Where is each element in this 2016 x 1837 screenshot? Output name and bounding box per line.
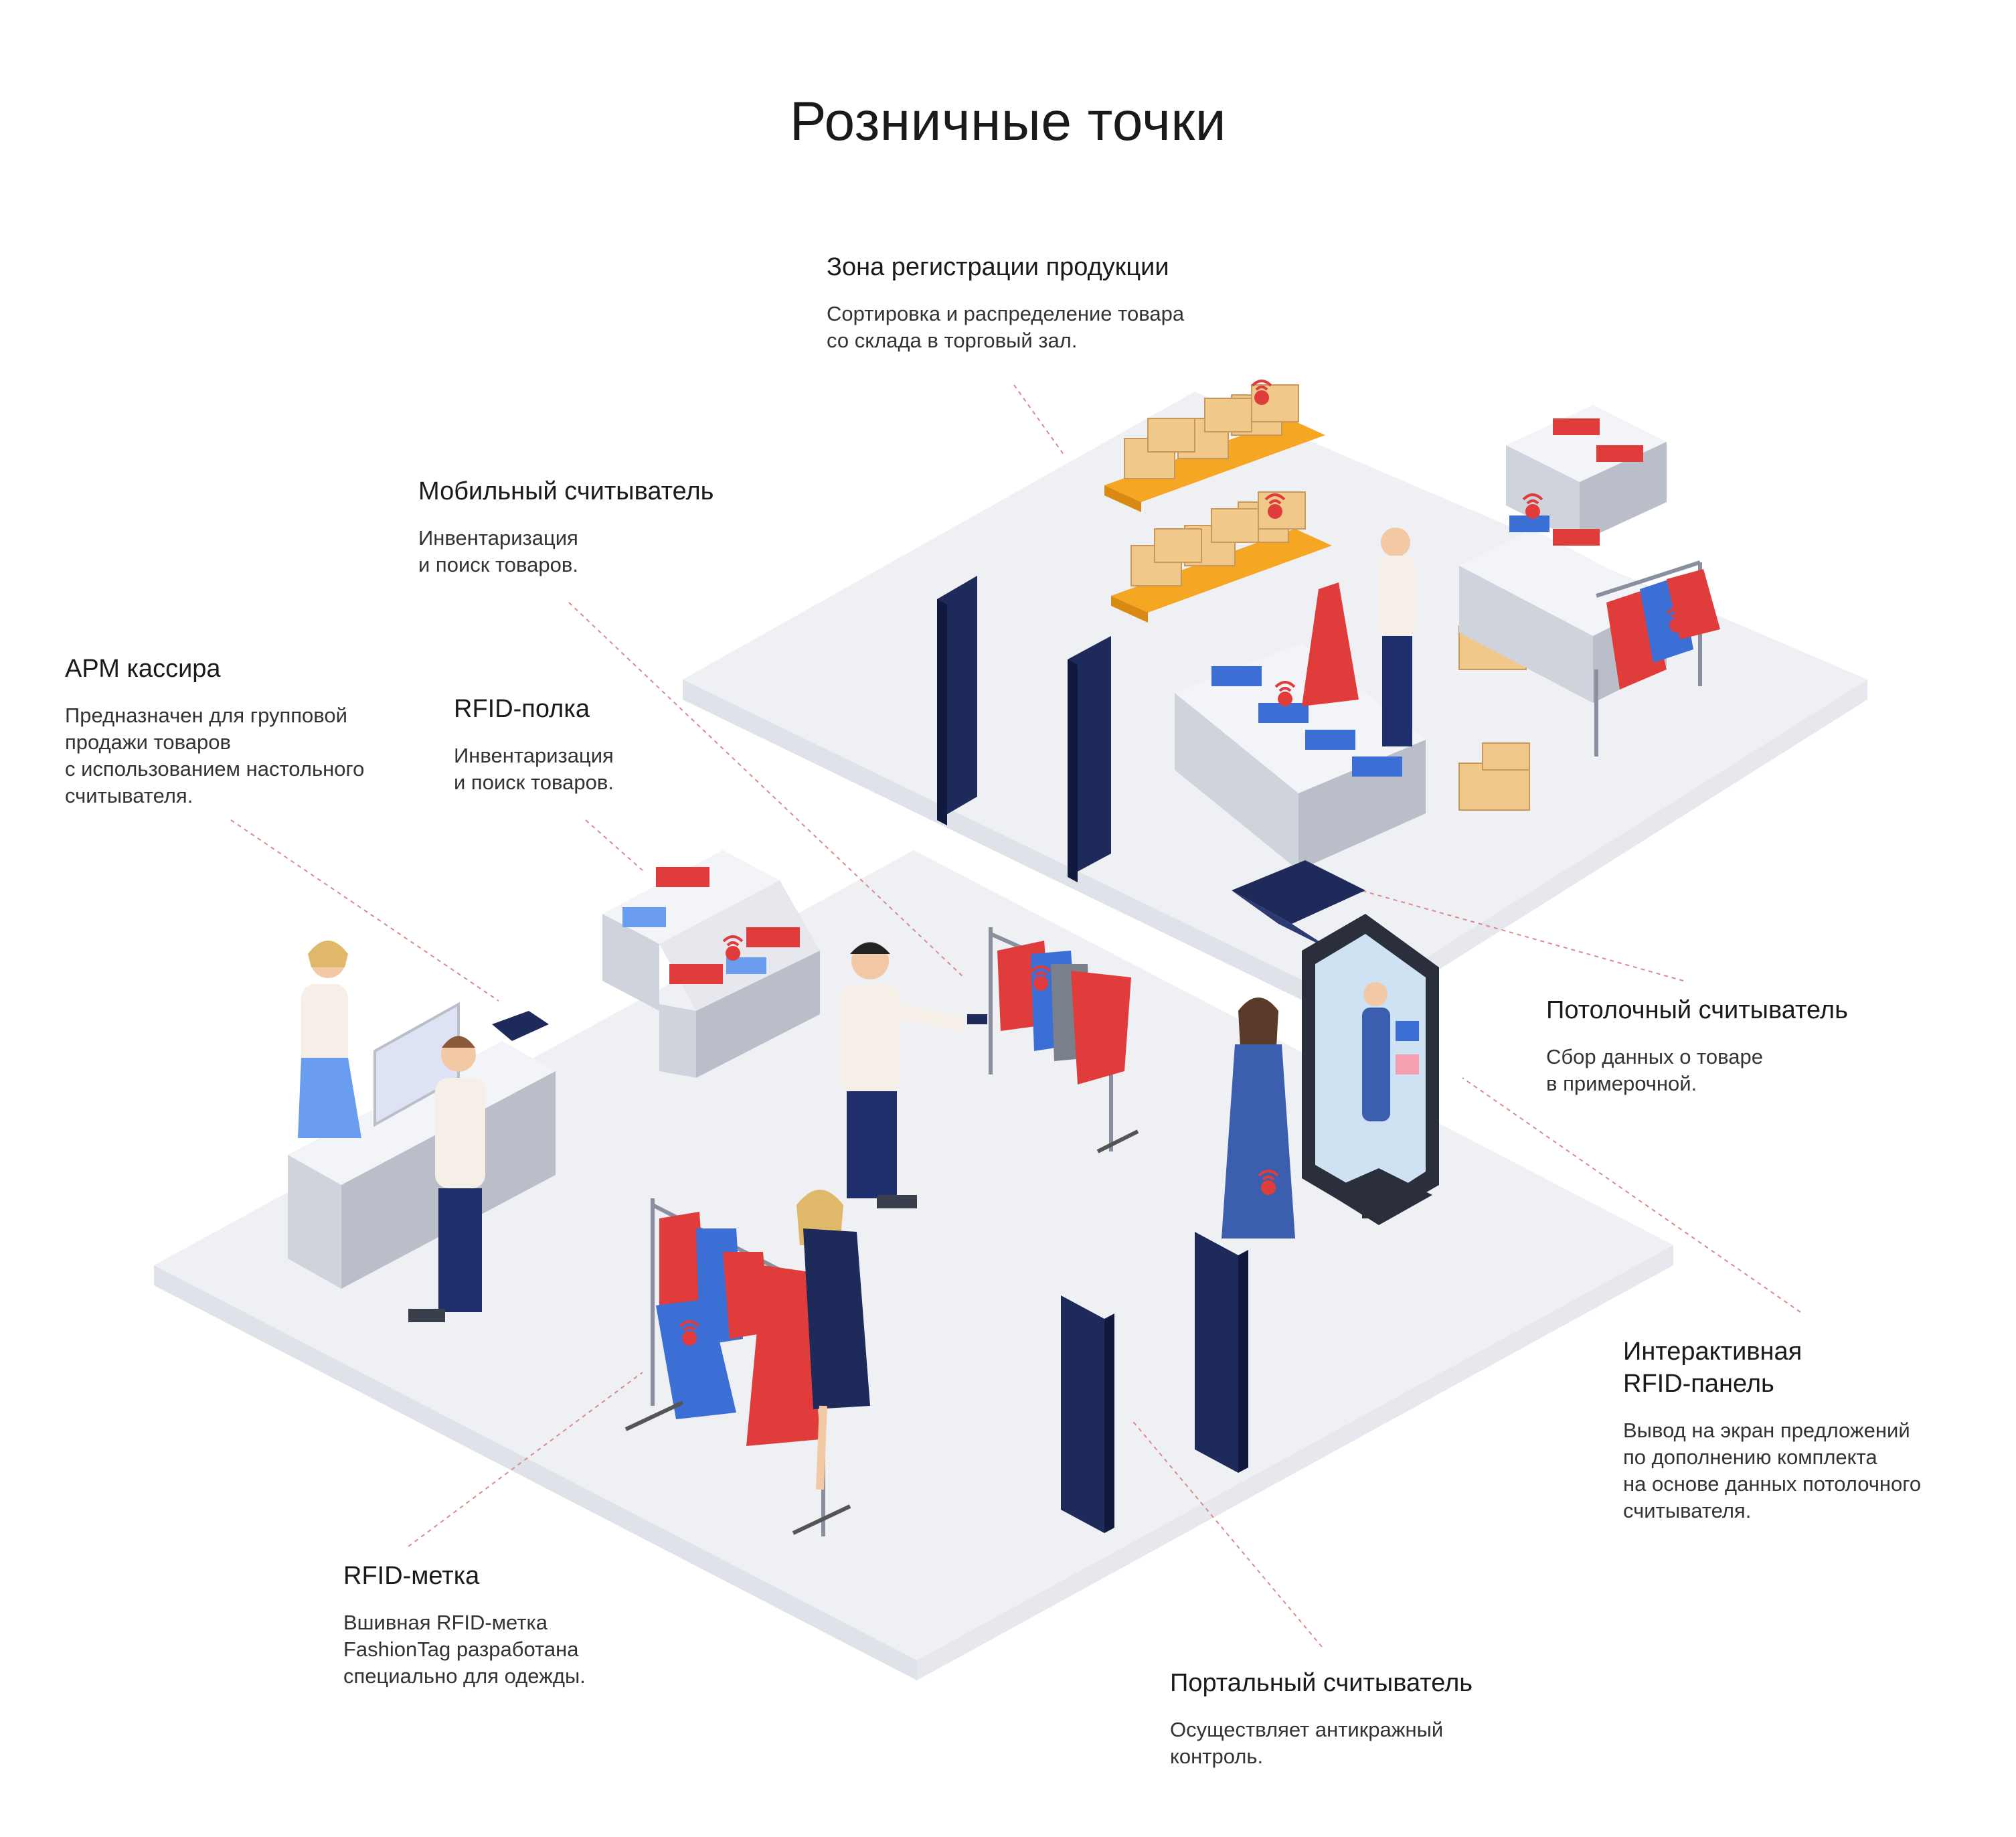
callout-heading: Мобильный считыватель: [418, 477, 714, 505]
callout-text: Вшивная RFID-метка FashionTag разработан…: [343, 1611, 586, 1688]
callout-heading: RFID-полка: [454, 695, 590, 723]
customer-woman-black-dress: [796, 1190, 870, 1490]
ceiling-reader: [1232, 860, 1365, 954]
callout-rfid-tag: RFID-метка Вшивная RFID-метка FashionTag…: [343, 1560, 586, 1690]
callout-cashier-workstation: АРМ кассира Предназначен для групповой п…: [65, 653, 364, 809]
interactive-rfid-panel: [1302, 914, 1439, 1225]
callout-ceiling-reader: Потолочный считыватель Сбор данных о тов…: [1546, 994, 1848, 1097]
shop-assistant-figure: [1302, 528, 1416, 746]
front-floor: [154, 850, 1673, 1680]
portal-reader-front-left: [1061, 1295, 1114, 1533]
back-table: [1175, 643, 1426, 870]
portal-reader-front-right: [1195, 1232, 1248, 1473]
callout-text: Предназначен для групповой продажи товар…: [65, 704, 365, 807]
callout-heading: АРМ кассира: [65, 655, 221, 683]
callout-mobile-reader: Мобильный считыватель Инвентаризация и п…: [418, 475, 713, 578]
callout-rfid-shelf: RFID-полка Инвентаризация и поиск товаро…: [454, 693, 614, 796]
callout-text: Инвентаризация и поиск товаров.: [418, 526, 578, 576]
front-clothing-rack-left: [624, 1198, 851, 1536]
callout-heading: RFID-метка: [343, 1562, 480, 1590]
callout-text: Сбор данных о товаре в примерочной.: [1546, 1045, 1763, 1095]
callout-heading: Интерактивная RFID-панель: [1623, 1338, 1802, 1398]
employee-with-mobile-reader: [840, 942, 987, 1208]
rfid-signal-icon: [679, 380, 1687, 1346]
callout-heading: Потолочный считыватель: [1546, 996, 1848, 1024]
portal-reader-back-right: [1068, 636, 1111, 882]
callout-text: Осуществляет антикражный контроль.: [1170, 1718, 1444, 1768]
callout-registration-zone: Зона регистрации продукции Сортировка и …: [827, 251, 1184, 354]
callout-text: Инвентаризация и поиск товаров.: [454, 744, 614, 794]
callout-text: Вывод на экран предложений по дополнению…: [1623, 1419, 1922, 1522]
rfid-shelf-fixture: [602, 850, 820, 1078]
callout-text: Сортировка и распределение товара со скл…: [827, 302, 1185, 352]
pallet-boxes-upper: [1104, 384, 1325, 512]
callout-heading: Зона регистрации продукции: [827, 253, 1169, 281]
callout-portal-reader: Портальный считыватель Осуществляет анти…: [1170, 1667, 1473, 1770]
leader-lines: [230, 384, 1801, 1648]
portal-reader-back-left: [937, 576, 977, 825]
callout-heading: Портальный считыватель: [1170, 1669, 1473, 1697]
customer-man-cashier: [408, 1036, 485, 1322]
front-clothing-rack-right: [989, 927, 1139, 1153]
cashier-workstation: [288, 941, 556, 1289]
callout-interactive-panel: Интерактивная RFID-панель Вывод на экран…: [1623, 1336, 1921, 1524]
customer-woman-blue-dress: [1222, 997, 1295, 1239]
page-title: Розничные точки: [789, 91, 1227, 152]
